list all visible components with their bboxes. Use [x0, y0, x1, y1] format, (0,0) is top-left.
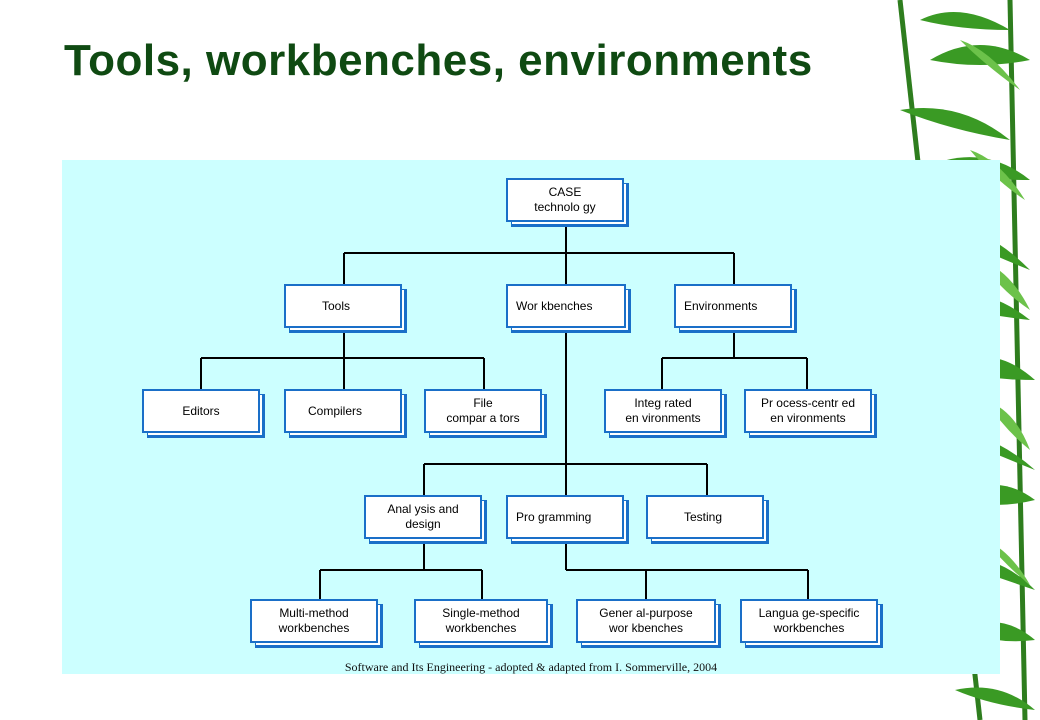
slide-title: Tools, workbenches, environments: [64, 36, 813, 85]
node-environments-label: Environments: [674, 284, 792, 328]
node-process-centred-environments-label: Pr ocess-centr ed en vironments: [744, 389, 872, 433]
node-tools: Tools: [284, 284, 407, 333]
node-general-purpose-workbenches-label: Gener al-purpose wor kbenches: [576, 599, 716, 643]
node-multi-method-workbenches: Multi-method workbenches: [250, 599, 383, 648]
node-compilers-label: Compilers: [284, 389, 402, 433]
node-single-method-workbenches: Single-method workbenches: [414, 599, 553, 648]
node-workbenches: Wor kbenches: [506, 284, 631, 333]
node-editors-label: Editors: [142, 389, 260, 433]
node-language-specific-workbenches-label: Langua ge-specific workbenches: [740, 599, 878, 643]
node-environments: Environments: [674, 284, 797, 333]
slide-footer: Software and Its Engineering - adopted &…: [344, 660, 718, 674]
node-case-technology: CASE technolo gy: [506, 178, 629, 227]
node-single-method-workbenches-label: Single-method workbenches: [414, 599, 548, 643]
node-testing: Testing: [646, 495, 769, 544]
node-analysis-design-label: Anal ysis and design: [364, 495, 482, 539]
node-editors: Editors: [142, 389, 265, 438]
connector-lines: [200, 226, 809, 601]
node-file-comparators: File compar a tors: [424, 389, 547, 438]
node-general-purpose-workbenches: Gener al-purpose wor kbenches: [576, 599, 721, 648]
node-language-specific-workbenches: Langua ge-specific workbenches: [740, 599, 883, 648]
node-integrated-environments: Integ rated en vironments: [604, 389, 727, 438]
node-process-centred-environments: Pr ocess-centr ed en vironments: [744, 389, 877, 438]
node-integrated-environments-label: Integ rated en vironments: [604, 389, 722, 433]
diagram-panel: CASE technolo gy Tools Wor kbenches Envi…: [62, 160, 1000, 674]
node-programming-label: Pro gramming: [506, 495, 624, 539]
node-case-technology-label: CASE technolo gy: [506, 178, 624, 222]
node-workbenches-label: Wor kbenches: [506, 284, 626, 328]
node-programming: Pro gramming: [506, 495, 629, 544]
node-file-comparators-label: File compar a tors: [424, 389, 542, 433]
node-testing-label: Testing: [646, 495, 764, 539]
node-compilers: Compilers: [284, 389, 407, 438]
node-multi-method-workbenches-label: Multi-method workbenches: [250, 599, 378, 643]
node-tools-label: Tools: [284, 284, 402, 328]
node-analysis-design: Anal ysis and design: [364, 495, 487, 544]
